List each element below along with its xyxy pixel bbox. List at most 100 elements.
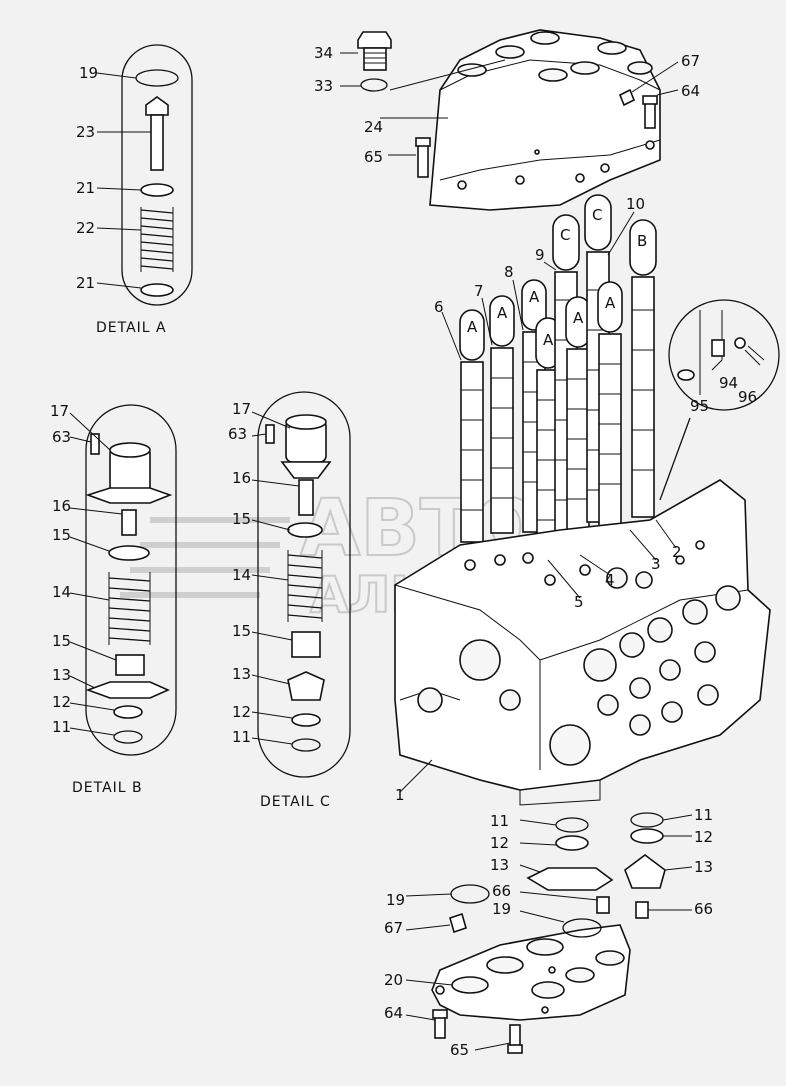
spool-9-letter: C — [560, 226, 570, 244]
label-6: 6 — [434, 298, 444, 316]
ring-12-bottom-right — [630, 828, 664, 844]
o-ring-33 — [360, 78, 388, 92]
spool-6: A — [459, 309, 485, 543]
spool-5-letter: A — [543, 331, 554, 349]
ring-12-bottom — [555, 835, 589, 851]
label-11c: 11 — [232, 728, 251, 746]
label-64-bottom: 64 — [384, 1004, 403, 1022]
label-11: 11 — [52, 718, 71, 736]
label-15b: 15 — [52, 632, 71, 650]
top-cover-24 — [429, 29, 661, 211]
label-23: 23 — [76, 123, 95, 141]
label-3: 3 — [651, 555, 661, 573]
label-13-bottom-right: 13 — [694, 858, 713, 876]
label-96: 96 — [738, 388, 757, 406]
label-15c: 15 — [232, 510, 251, 528]
label-95: 95 — [690, 397, 709, 415]
ring-12 — [113, 705, 143, 719]
label-8: 8 — [504, 263, 514, 281]
label-12: 12 — [52, 693, 71, 711]
o-ring-19 — [135, 69, 179, 87]
spring-22 — [140, 207, 174, 272]
spool-4-letter: A — [573, 309, 584, 327]
label-13-bottom: 13 — [490, 856, 509, 874]
spool-16 — [121, 509, 137, 536]
o-ring-19-bottom-left — [450, 884, 490, 904]
label-19: 19 — [79, 64, 98, 82]
flange-13 — [85, 681, 170, 699]
label-65-bottom: 65 — [450, 1041, 469, 1059]
plug-67-bottom — [449, 912, 467, 934]
bolt-63c — [265, 424, 275, 444]
label-24: 24 — [364, 118, 383, 136]
rod-23 — [150, 114, 164, 171]
spool-5: A — [535, 317, 561, 566]
label-20: 20 — [384, 971, 403, 989]
plug-66-left — [596, 896, 610, 914]
plug-66-right — [635, 901, 649, 919]
label-17c: 17 — [232, 400, 251, 418]
label-65-top: 65 — [364, 148, 383, 166]
plug-23-head — [145, 96, 169, 116]
label-63c: 63 — [228, 425, 247, 443]
spool-2-letter: B — [637, 232, 647, 250]
detail-bubble: 94 95 96 — [659, 299, 780, 501]
label-16c: 16 — [232, 469, 251, 487]
label-64-top: 64 — [681, 82, 700, 100]
spool-16c — [298, 479, 314, 516]
o-ring-19-bottom-right — [562, 918, 602, 938]
bolt-63 — [90, 433, 100, 455]
seat-15-top — [108, 545, 150, 561]
label-33: 33 — [314, 77, 333, 95]
seat-21-top — [140, 183, 174, 197]
bottom-cover-20 — [431, 924, 631, 1021]
label-94: 94 — [719, 374, 738, 392]
seat-15c-bottom — [291, 631, 321, 658]
plug-67-top — [618, 88, 636, 107]
seat-15-bottom — [115, 654, 145, 676]
spool-3: A — [597, 281, 623, 535]
label-14c: 14 — [232, 566, 251, 584]
spool-group: A A A A C — [459, 194, 657, 566]
detail-a-title: DETAIL A — [96, 320, 167, 336]
detail-a-outline — [121, 44, 193, 306]
pin-94 — [734, 337, 746, 349]
detail-c-group: 17 63 16 15 14 15 13 12 11 DETAIL C — [228, 391, 351, 810]
label-10: 10 — [626, 195, 645, 213]
detail-b-group: 17 63 16 15 14 15 13 12 11 DETAIL B — [50, 402, 177, 796]
detail-a-group: 19 23 21 22 21 DETAIL A — [76, 44, 193, 336]
label-63: 63 — [52, 428, 71, 446]
spool-6-cap — [459, 309, 485, 361]
plug-34 — [357, 31, 392, 71]
seat-15c-top — [287, 522, 323, 538]
bolt-65-top — [417, 141, 429, 178]
label-11-bottom-right: 11 — [694, 806, 713, 824]
label-67-top: 67 — [681, 52, 700, 70]
detail-c-title: DETAIL C — [260, 794, 331, 810]
label-14: 14 — [52, 583, 71, 601]
label-22: 22 — [76, 219, 95, 237]
washer-95 — [677, 369, 695, 381]
label-2: 2 — [672, 543, 682, 561]
label-12c: 12 — [232, 703, 251, 721]
valve-body-1 — [394, 479, 771, 806]
spool-2: B — [629, 219, 657, 518]
label-16: 16 — [52, 497, 71, 515]
label-15cb: 15 — [232, 622, 251, 640]
label-66-bottom-left: 66 — [492, 882, 511, 900]
label-19-bottom-right: 19 — [492, 900, 511, 918]
spool-3-letter: A — [605, 294, 616, 312]
detail-b-outline — [85, 404, 177, 756]
label-9: 9 — [535, 246, 545, 264]
seat-21-bottom — [140, 283, 174, 297]
spool-6-letter: A — [467, 318, 478, 336]
detail-c-outline — [257, 391, 351, 778]
ring-12c — [291, 713, 321, 727]
label-13c: 13 — [232, 665, 251, 683]
flange-13-bottom-right — [624, 854, 666, 889]
spool-7: A — [489, 295, 515, 534]
label-12-bottom: 12 — [490, 834, 509, 852]
label-34: 34 — [314, 44, 333, 62]
o-ring-11c — [291, 738, 321, 752]
